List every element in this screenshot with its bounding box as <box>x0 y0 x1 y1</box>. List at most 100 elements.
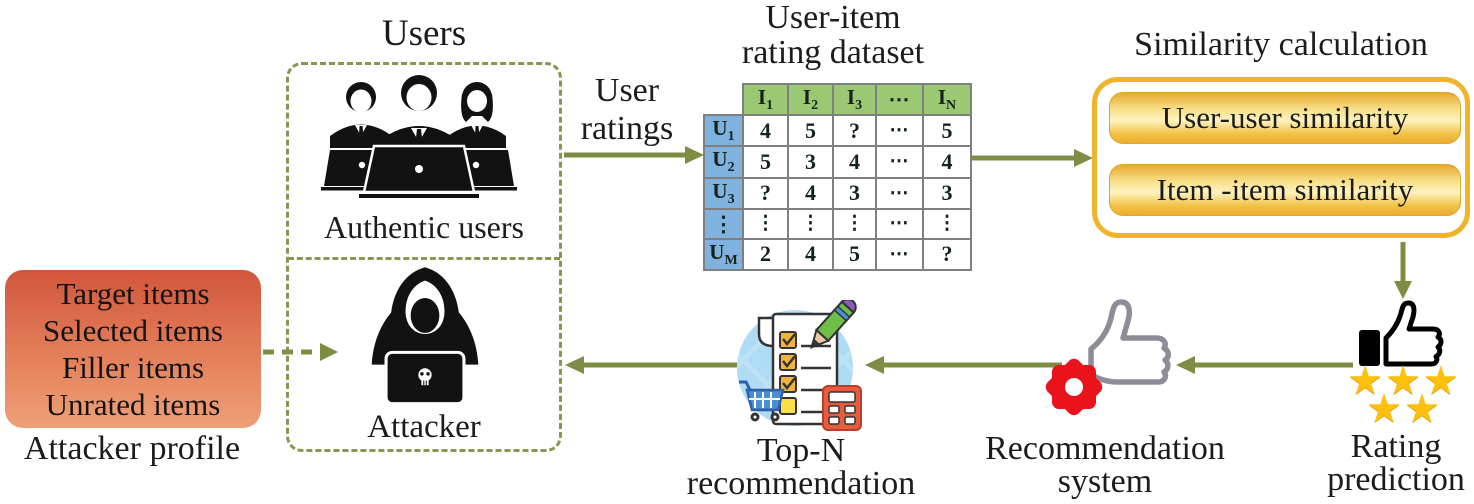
col-label: ⋯ <box>888 87 911 112</box>
table-row-label: U3 <box>703 176 744 210</box>
arrow-similarity-to-rating <box>1394 242 1412 299</box>
table-cell: 3 <box>787 145 834 179</box>
table-corner-cell <box>704 84 743 115</box>
col-label-sub: 3 <box>855 98 863 114</box>
rating-prediction-label-line2: prediction <box>1327 461 1465 498</box>
row-label: U <box>712 147 728 172</box>
table-cell: ? <box>922 237 972 271</box>
table-row: UM 2 4 5 ⋯ ? <box>703 237 972 271</box>
table-cell: ⋮ <box>742 207 789 240</box>
table-cell-dots: ⋯ <box>875 176 924 210</box>
dataset-title-line1: User-item <box>765 0 901 36</box>
calculator-icon <box>822 385 862 431</box>
table-cell: 5 <box>787 114 834 148</box>
row-label: ⋮ <box>713 211 734 236</box>
profile-item: Selected items <box>43 313 223 348</box>
table-cell-dots: ⋯ <box>875 114 924 148</box>
pencil-icon <box>810 300 857 349</box>
rating-table: I1 I2 I3 ⋯ IN U1 4 5 ? ⋯ 5 U2 5 3 4 ⋯ 4 … <box>703 82 972 271</box>
shopping-cart-icon <box>739 380 785 422</box>
rating-stars-row1: ★★★ <box>1347 358 1461 403</box>
row-label-sub: M <box>724 252 738 268</box>
users-title: Users <box>381 13 467 54</box>
user-ratings-line1: User <box>594 72 660 109</box>
col-label-sub: 2 <box>811 98 819 114</box>
row-label-sub: 1 <box>727 129 735 145</box>
user-user-similarity-pill: User-user similarity <box>1109 92 1461 144</box>
table-cell: 4 <box>787 176 834 210</box>
dataset-title: User-item rating dataset <box>683 0 983 70</box>
col-label-sub: N <box>946 98 957 114</box>
attacker-profile-caption: Attacker profile <box>23 430 241 467</box>
user-ratings-line2: ratings <box>580 110 674 147</box>
table-cell: 3 <box>832 176 877 210</box>
table-cell: ⋮ <box>787 207 834 240</box>
table-cell: 5 <box>922 114 972 148</box>
top-n-label-line2: recommendation <box>686 465 916 502</box>
row-label-sub: 3 <box>727 191 735 207</box>
row-label-sub: 2 <box>727 160 735 176</box>
similarity-box: User-user similarity Item -item similari… <box>1092 77 1470 238</box>
item-item-similarity-pill: Item -item similarity <box>1109 164 1461 216</box>
top-n-label-line1: Top-N <box>756 432 846 469</box>
table-col-header: IN <box>922 82 972 117</box>
table-row-label: U1 <box>703 114 744 148</box>
table-col-header: I1 <box>742 82 789 117</box>
profile-item: Target items <box>56 276 210 311</box>
profile-item: Unrated items <box>45 387 221 422</box>
table-header-row: I1 I2 I3 ⋯ IN <box>704 82 972 117</box>
gear-icon <box>1045 358 1103 416</box>
top-n-recommendation-icon <box>737 300 862 431</box>
table-cell-dots: ⋯ <box>875 237 924 271</box>
users-attacker-dashed-box <box>286 62 562 452</box>
table-row: U3 ? 4 3 ⋯ 3 <box>703 176 972 210</box>
similarity-title: Similarity calculation <box>1134 26 1428 63</box>
table-cell: 4 <box>787 237 834 271</box>
col-label: I <box>937 85 947 109</box>
table-cell: ? <box>832 114 877 148</box>
recommendation-system-icon <box>1045 299 1171 416</box>
col-label: I <box>846 85 856 109</box>
profile-item: Filler items <box>61 350 205 385</box>
table-cell: 3 <box>922 176 972 210</box>
table-row-label: UM <box>703 237 744 271</box>
rating-prediction-label-line1: Rating <box>1350 428 1442 465</box>
arrow-topn-to-attacker <box>565 356 742 374</box>
table-cell: ⋮ <box>832 207 877 240</box>
recommendation-system-label: Recommendation system <box>985 430 1225 499</box>
table-cell: 5 <box>832 237 877 271</box>
table-cell: ? <box>742 176 789 210</box>
table-row: U2 5 3 4 ⋯ 4 <box>703 145 972 179</box>
arrow-user-ratings <box>564 146 704 164</box>
table-cell: 4 <box>832 145 877 179</box>
rating-stars-row2: ★★ <box>1366 386 1442 431</box>
authentic-users-icon <box>321 75 517 198</box>
dataset-title-line2: rating dataset <box>741 34 925 71</box>
table-cell: 4 <box>742 114 789 148</box>
table-row-vdots: ⋮ ⋮ ⋮ ⋮ ⋯ ⋮ <box>703 207 972 240</box>
user-ratings-label: User ratings <box>553 72 701 148</box>
row-label: U <box>709 239 725 264</box>
top-n-label: Top-N recommendation <box>685 432 917 502</box>
table-cell: ⋮ <box>922 207 972 240</box>
rating-prediction-thumb-icon <box>1359 300 1444 367</box>
table-cell-dots: ⋯ <box>875 207 924 240</box>
table-col-header: I2 <box>787 82 834 117</box>
attacker-label: Attacker <box>367 409 481 445</box>
authentic-users-label: Authentic users <box>324 209 524 245</box>
table-cell: 2 <box>742 237 789 271</box>
attacker-icon <box>371 267 479 406</box>
arrow-profile-to-attacker-dashed <box>263 343 338 361</box>
users-attacker-divider <box>288 257 560 260</box>
arrow-rating-to-recsystem <box>1176 356 1353 374</box>
col-label: I <box>757 85 767 109</box>
row-label: U <box>712 178 728 203</box>
col-label-sub: 1 <box>766 98 774 114</box>
recommendation-system-label-line1: Recommendation <box>985 430 1225 467</box>
table-row-label: ⋮ <box>703 207 744 240</box>
rating-prediction-label: Rating prediction <box>1318 428 1474 498</box>
table-row-label: U2 <box>703 145 744 179</box>
table-cell-dots: ⋯ <box>875 145 924 179</box>
